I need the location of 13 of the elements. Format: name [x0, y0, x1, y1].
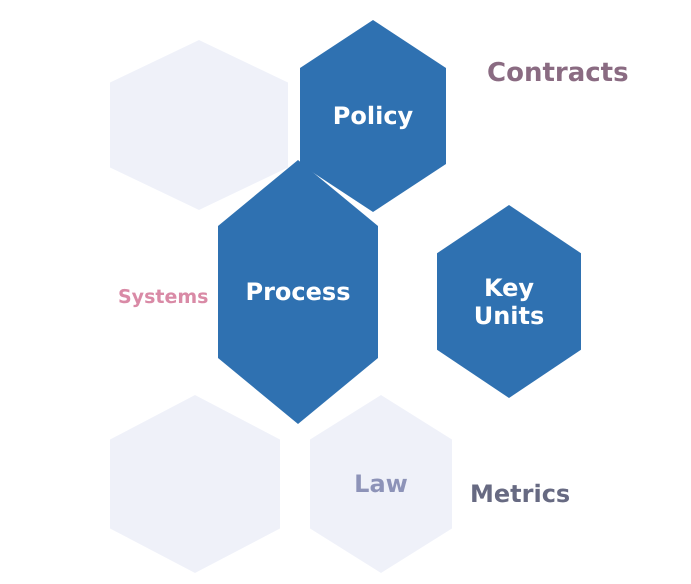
hexagon-label: Policy: [332, 102, 414, 130]
category-label: Contracts: [487, 58, 629, 88]
hexagon: [437, 205, 581, 398]
hexagon-label: Key Units: [472, 274, 546, 330]
hexagon: [218, 160, 378, 424]
category-label: Metrics: [470, 480, 570, 508]
faded-hexagon: [310, 395, 452, 573]
faded-hexagon: [110, 395, 280, 573]
category-label: Systems: [118, 286, 208, 308]
faded-hexagon: [110, 40, 288, 210]
hexagon: [300, 20, 446, 212]
hexagon-label: Law: [354, 470, 408, 498]
hexagon-label: Process: [246, 278, 350, 306]
